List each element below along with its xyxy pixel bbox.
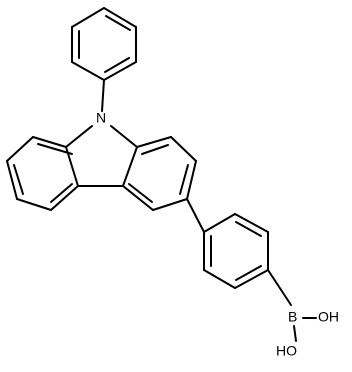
boron-oh-bottom-bond <box>293 325 297 342</box>
carbazole-left-benzene-ring <box>6 136 79 211</box>
n-phenyl-ring <box>71 7 137 81</box>
aryl-boron-bond <box>267 269 292 306</box>
hydroxyl-top-label: OH <box>318 309 339 325</box>
boron-label: B <box>288 309 297 325</box>
carbazole-phenyl-bond <box>186 198 205 233</box>
n-phenyl-bond <box>101 79 105 112</box>
boronic-phenyl-ring <box>203 213 269 289</box>
nitrogen-label: N <box>96 110 106 126</box>
hydroxyl-bottom-label: HO <box>276 343 297 359</box>
carbazole-right-benzene-ring <box>122 136 197 211</box>
